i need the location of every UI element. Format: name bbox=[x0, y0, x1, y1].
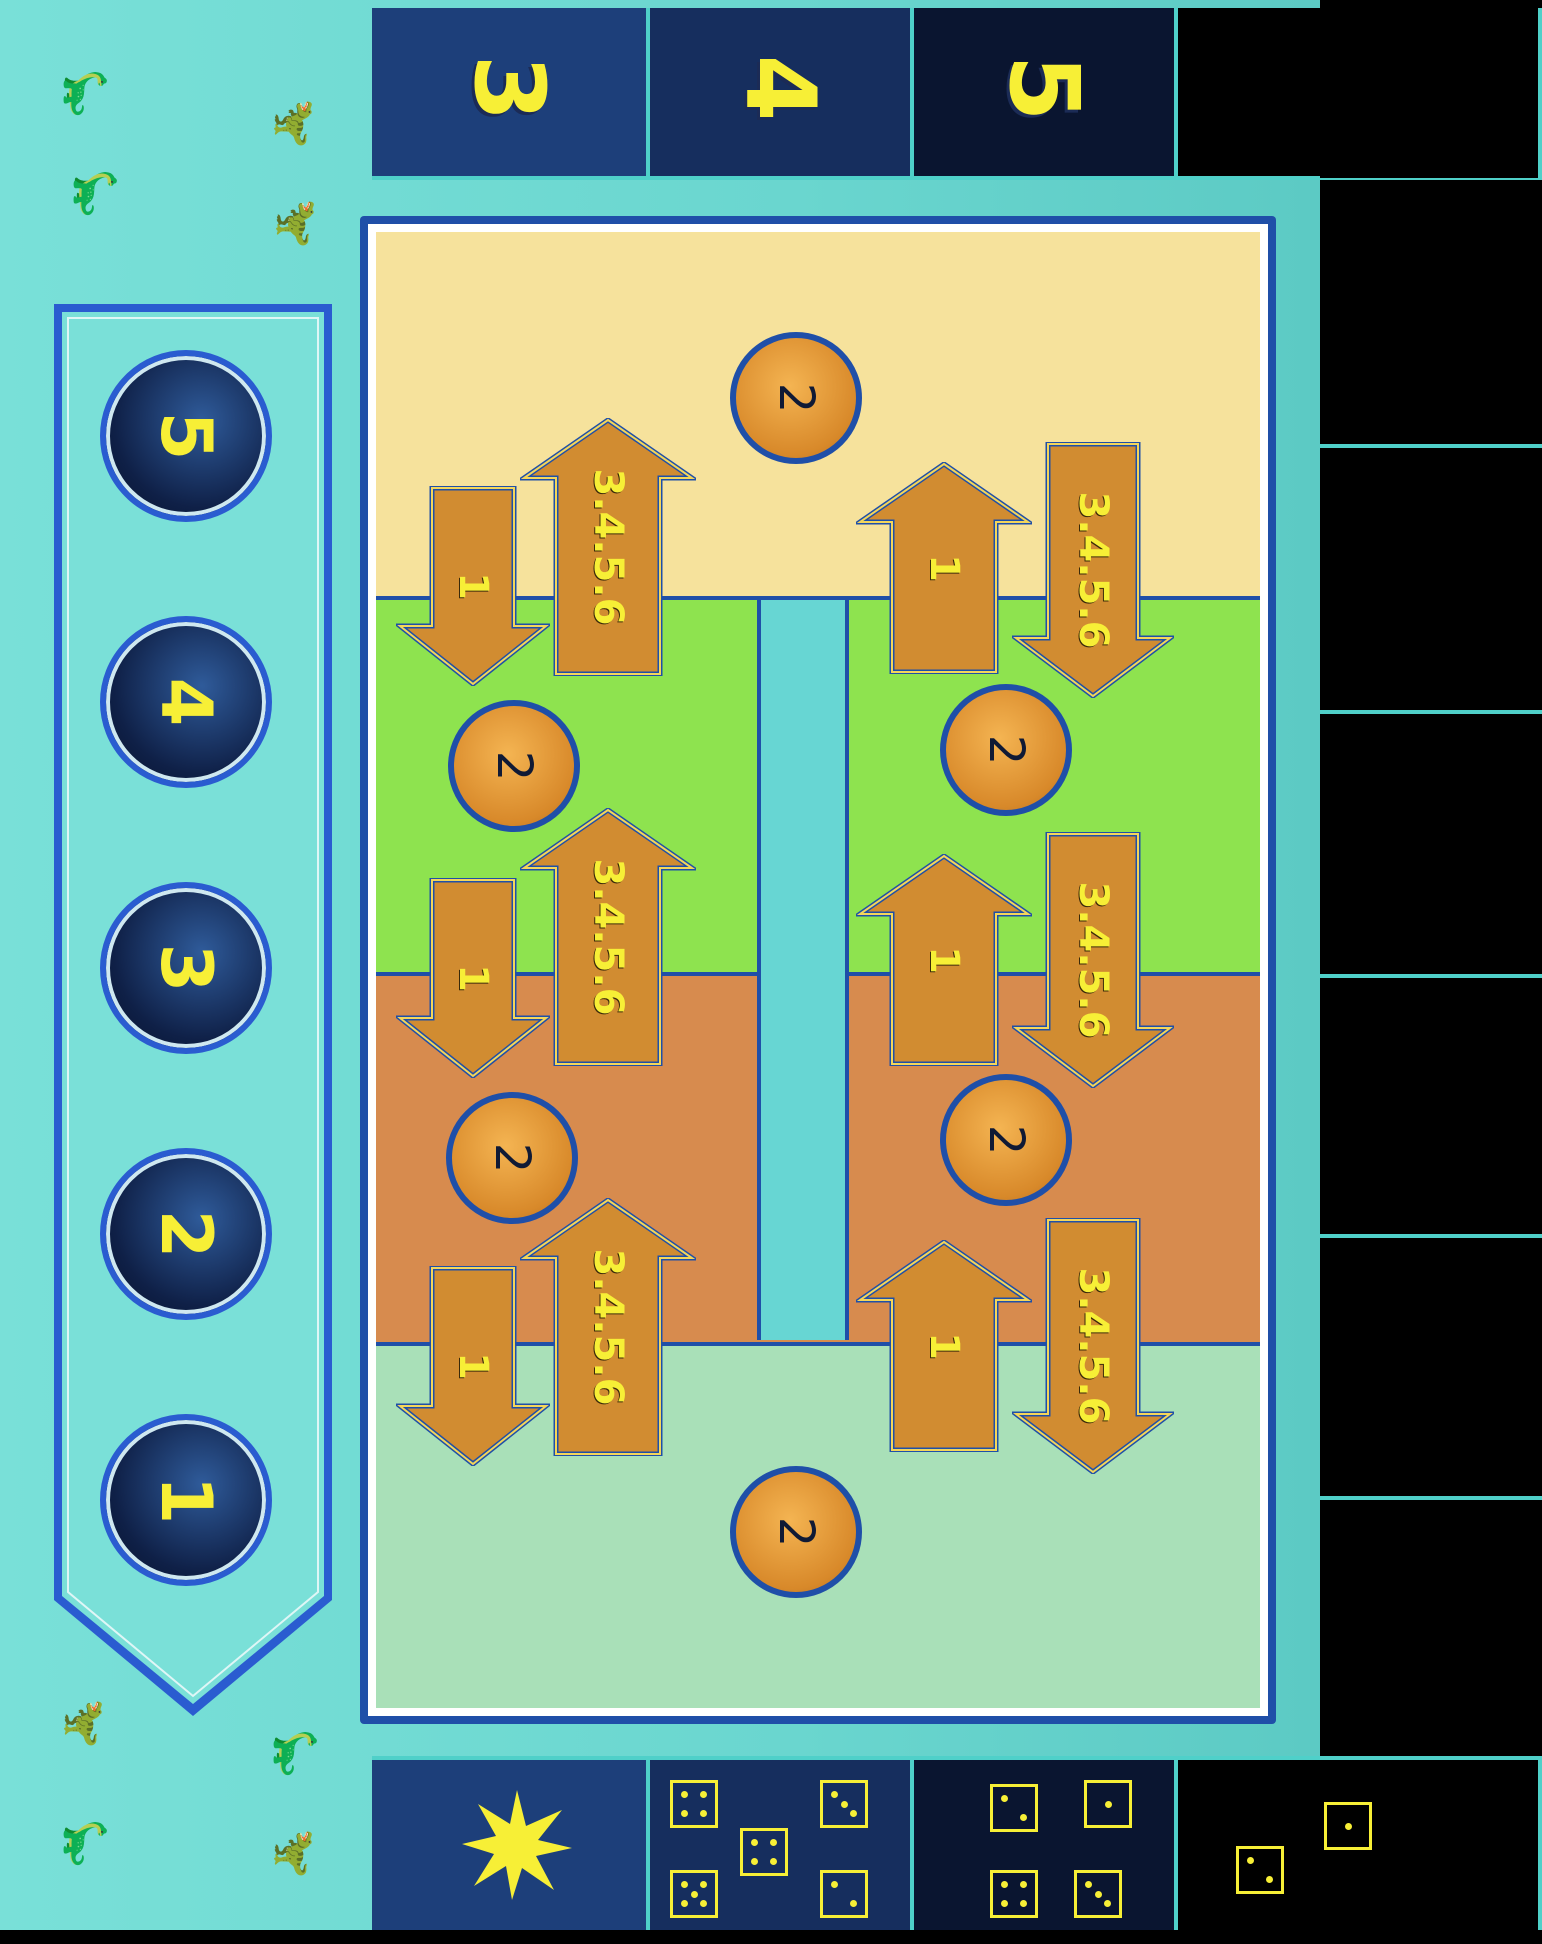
band-divider bbox=[376, 596, 1260, 600]
arrow-label: 3.4.5.6 bbox=[585, 468, 631, 626]
arrow-up[interactable]: 3.4.5.6 bbox=[520, 808, 696, 1066]
arrow-down[interactable]: 1 bbox=[396, 878, 550, 1078]
arrow-up[interactable]: 3.4.5.6 bbox=[520, 1198, 696, 1456]
arrow-up[interactable]: 1 bbox=[856, 462, 1032, 674]
side-slot-label: 3 bbox=[145, 943, 227, 993]
dinosaur-icon: 🦕 bbox=[61, 1818, 108, 1869]
arrow-label: 3.4.5.6 bbox=[1070, 491, 1116, 649]
coin-label: 2 bbox=[978, 1124, 1034, 1156]
die-icon bbox=[1084, 1780, 1132, 1828]
score-track-line bbox=[1320, 176, 1542, 180]
dinosaur-icon: 🦕 bbox=[61, 68, 108, 119]
side-slot-4[interactable]: 4 bbox=[100, 616, 272, 788]
arrow-up[interactable]: 1 bbox=[856, 854, 1032, 1066]
die-icon bbox=[670, 1780, 718, 1828]
top-cell-empty[interactable] bbox=[1178, 8, 1542, 178]
dinosaur-icon: 🦖 bbox=[271, 98, 318, 149]
bottom-cell-dice-2[interactable] bbox=[1178, 1760, 1542, 1930]
side-slot-label: 1 bbox=[145, 1475, 227, 1525]
arrow-label: 3.4.5.6 bbox=[1070, 1267, 1116, 1425]
bottom-edge bbox=[0, 1930, 1542, 1944]
die-icon bbox=[1236, 1846, 1284, 1894]
side-slot-1[interactable]: 1 bbox=[100, 1414, 272, 1586]
top-cell-label: 5 bbox=[988, 54, 1100, 122]
coin-label: 2 bbox=[768, 1516, 824, 1548]
dinosaur-icon: 🦕 bbox=[71, 168, 118, 219]
arrow-up[interactable]: 3.4.5.6 bbox=[520, 418, 696, 676]
coin[interactable]: 2 bbox=[448, 700, 580, 832]
top-track-line bbox=[372, 176, 1320, 180]
die-icon bbox=[820, 1870, 868, 1918]
die-icon bbox=[670, 1870, 718, 1918]
coin[interactable]: 2 bbox=[730, 332, 862, 464]
top-cell-label: 3 bbox=[453, 54, 565, 122]
score-track-line bbox=[1320, 1234, 1542, 1238]
score-track-line bbox=[1320, 1496, 1542, 1500]
arrow-down[interactable]: 1 bbox=[396, 486, 550, 686]
star-icon bbox=[462, 1790, 572, 1900]
top-cell-label: 4 bbox=[724, 54, 836, 122]
arrow-down[interactable]: 3.4.5.6 bbox=[1012, 442, 1174, 698]
die-icon bbox=[1074, 1870, 1122, 1918]
arrow-up[interactable]: 1 bbox=[856, 1240, 1032, 1452]
side-slot-2[interactable]: 2 bbox=[100, 1148, 272, 1320]
coin-label: 2 bbox=[978, 734, 1034, 766]
dinosaur-icon: 🦕 bbox=[271, 1728, 318, 1779]
die-icon bbox=[1324, 1802, 1372, 1850]
river bbox=[757, 600, 849, 1340]
bottom-cell-star[interactable] bbox=[372, 1760, 650, 1930]
coin[interactable]: 2 bbox=[730, 1466, 862, 1598]
side-slot-5[interactable]: 5 bbox=[100, 350, 272, 522]
coin[interactable]: 2 bbox=[446, 1092, 578, 1224]
score-track-line bbox=[1320, 710, 1542, 714]
arrow-down[interactable]: 3.4.5.6 bbox=[1012, 1218, 1174, 1474]
band-divider bbox=[376, 1342, 1260, 1346]
bottom-cell-dice-4[interactable] bbox=[914, 1760, 1178, 1930]
arrow-label: 3.4.5.6 bbox=[585, 858, 631, 1016]
arrow-label: 3.4.5.6 bbox=[585, 1248, 631, 1406]
side-slot-label: 5 bbox=[145, 411, 227, 461]
side-slot-3[interactable]: 3 bbox=[100, 882, 272, 1054]
arrow-label: 3.4.5.6 bbox=[1070, 881, 1116, 1039]
coin[interactable]: 2 bbox=[940, 684, 1072, 816]
die-icon bbox=[990, 1870, 1038, 1918]
coin[interactable]: 2 bbox=[940, 1074, 1072, 1206]
arrow-down[interactable]: 1 bbox=[396, 1266, 550, 1466]
coin-label: 2 bbox=[768, 382, 824, 414]
arrow-down[interactable]: 3.4.5.6 bbox=[1012, 832, 1174, 1088]
top-cell-3[interactable]: 3 bbox=[372, 8, 650, 178]
top-cell-4[interactable]: 4 bbox=[650, 8, 914, 178]
die-icon bbox=[990, 1784, 1038, 1832]
bottom-track-line bbox=[372, 1756, 1542, 1760]
top-cell-5[interactable]: 5 bbox=[914, 8, 1178, 178]
score-track-line bbox=[1320, 444, 1542, 448]
bottom-cell-dice-5[interactable] bbox=[650, 1760, 914, 1930]
dinosaur-icon: 🦖 bbox=[271, 1828, 318, 1879]
side-slot-label: 4 bbox=[145, 677, 227, 727]
dinosaur-icon: 🦖 bbox=[273, 198, 320, 249]
score-track-line bbox=[1320, 974, 1542, 978]
die-icon bbox=[740, 1828, 788, 1876]
die-icon bbox=[820, 1780, 868, 1828]
side-banner: 5 4 3 2 1 bbox=[50, 300, 336, 1720]
side-slot-label: 2 bbox=[145, 1209, 227, 1259]
